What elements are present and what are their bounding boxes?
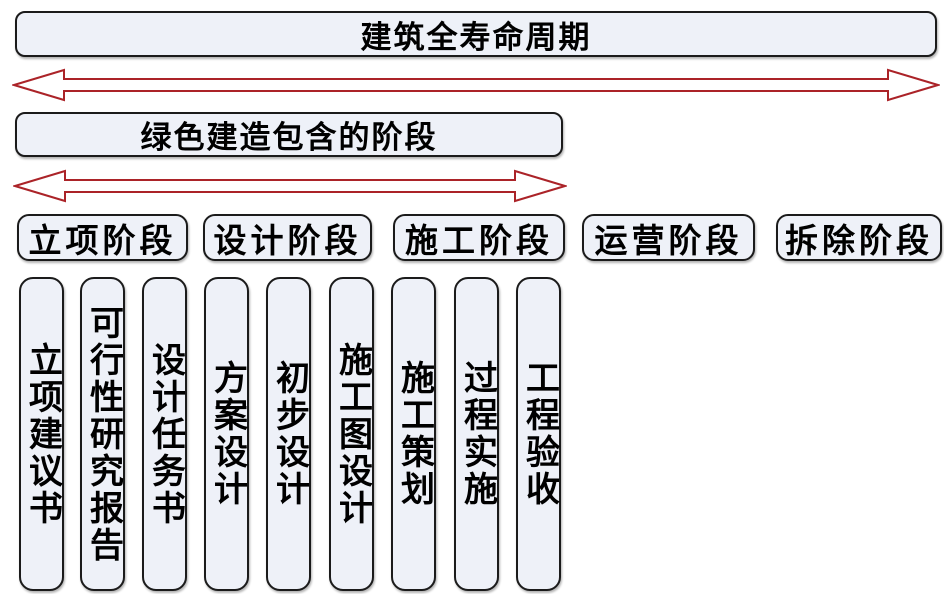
task-box-process-implementation-label: 过程实施: [458, 360, 496, 508]
task-box-preliminary-design: 初步设计: [266, 277, 311, 591]
task-box-feasibility-study-report: 可行性研究报告: [80, 277, 125, 591]
phase-box-construction: 施工阶段: [393, 214, 565, 261]
task-box-construction-planning: 施工策划: [391, 277, 436, 591]
green-construction-banner: 绿色建造包含的阶段: [15, 112, 563, 157]
task-box-construction-planning-label: 施工策划: [395, 360, 433, 508]
task-box-design-brief-label: 设计任务书: [146, 341, 184, 527]
full-lifecycle-double-arrow-icon: [12, 68, 940, 102]
task-box-project-acceptance: 工程验收: [516, 277, 561, 591]
phase-box-operation-label: 运营阶段: [594, 223, 743, 260]
building-lifecycle-banner: 建筑全寿命周期: [15, 11, 937, 57]
task-box-schematic-design-label: 方案设计: [208, 360, 246, 508]
task-box-preliminary-design-label: 初步设计: [270, 360, 308, 508]
phase-box-initiation: 立项阶段: [17, 214, 188, 261]
task-box-project-proposal: 立项建议书: [19, 277, 64, 591]
green-construction-double-arrow-icon: [13, 169, 567, 203]
task-box-feasibility-study-report-label: 可行性研究报告: [84, 304, 122, 564]
task-box-process-implementation: 过程实施: [454, 277, 499, 591]
phase-box-operation: 运营阶段: [582, 214, 755, 261]
phase-box-demolition-label: 拆除阶段: [785, 223, 933, 260]
task-box-project-proposal-label: 立项建议书: [23, 341, 61, 527]
green-construction-banner-label: 绿色建造包含的阶段: [140, 120, 438, 155]
building-lifecycle-banner-label: 建筑全寿命周期: [360, 19, 592, 55]
phase-box-construction-label: 施工阶段: [405, 223, 553, 260]
task-box-design-brief: 设计任务书: [142, 277, 187, 591]
task-box-construction-drawing-design: 施工图设计: [329, 277, 374, 591]
task-box-project-acceptance-label: 工程验收: [520, 360, 558, 508]
phase-box-design-label: 设计阶段: [213, 223, 362, 260]
phase-box-design: 设计阶段: [203, 214, 372, 261]
phase-box-demolition: 拆除阶段: [776, 214, 942, 261]
task-box-construction-drawing-design-label: 施工图设计: [333, 341, 371, 527]
task-box-schematic-design: 方案设计: [204, 277, 249, 591]
phase-box-initiation-label: 立项阶段: [28, 223, 177, 260]
